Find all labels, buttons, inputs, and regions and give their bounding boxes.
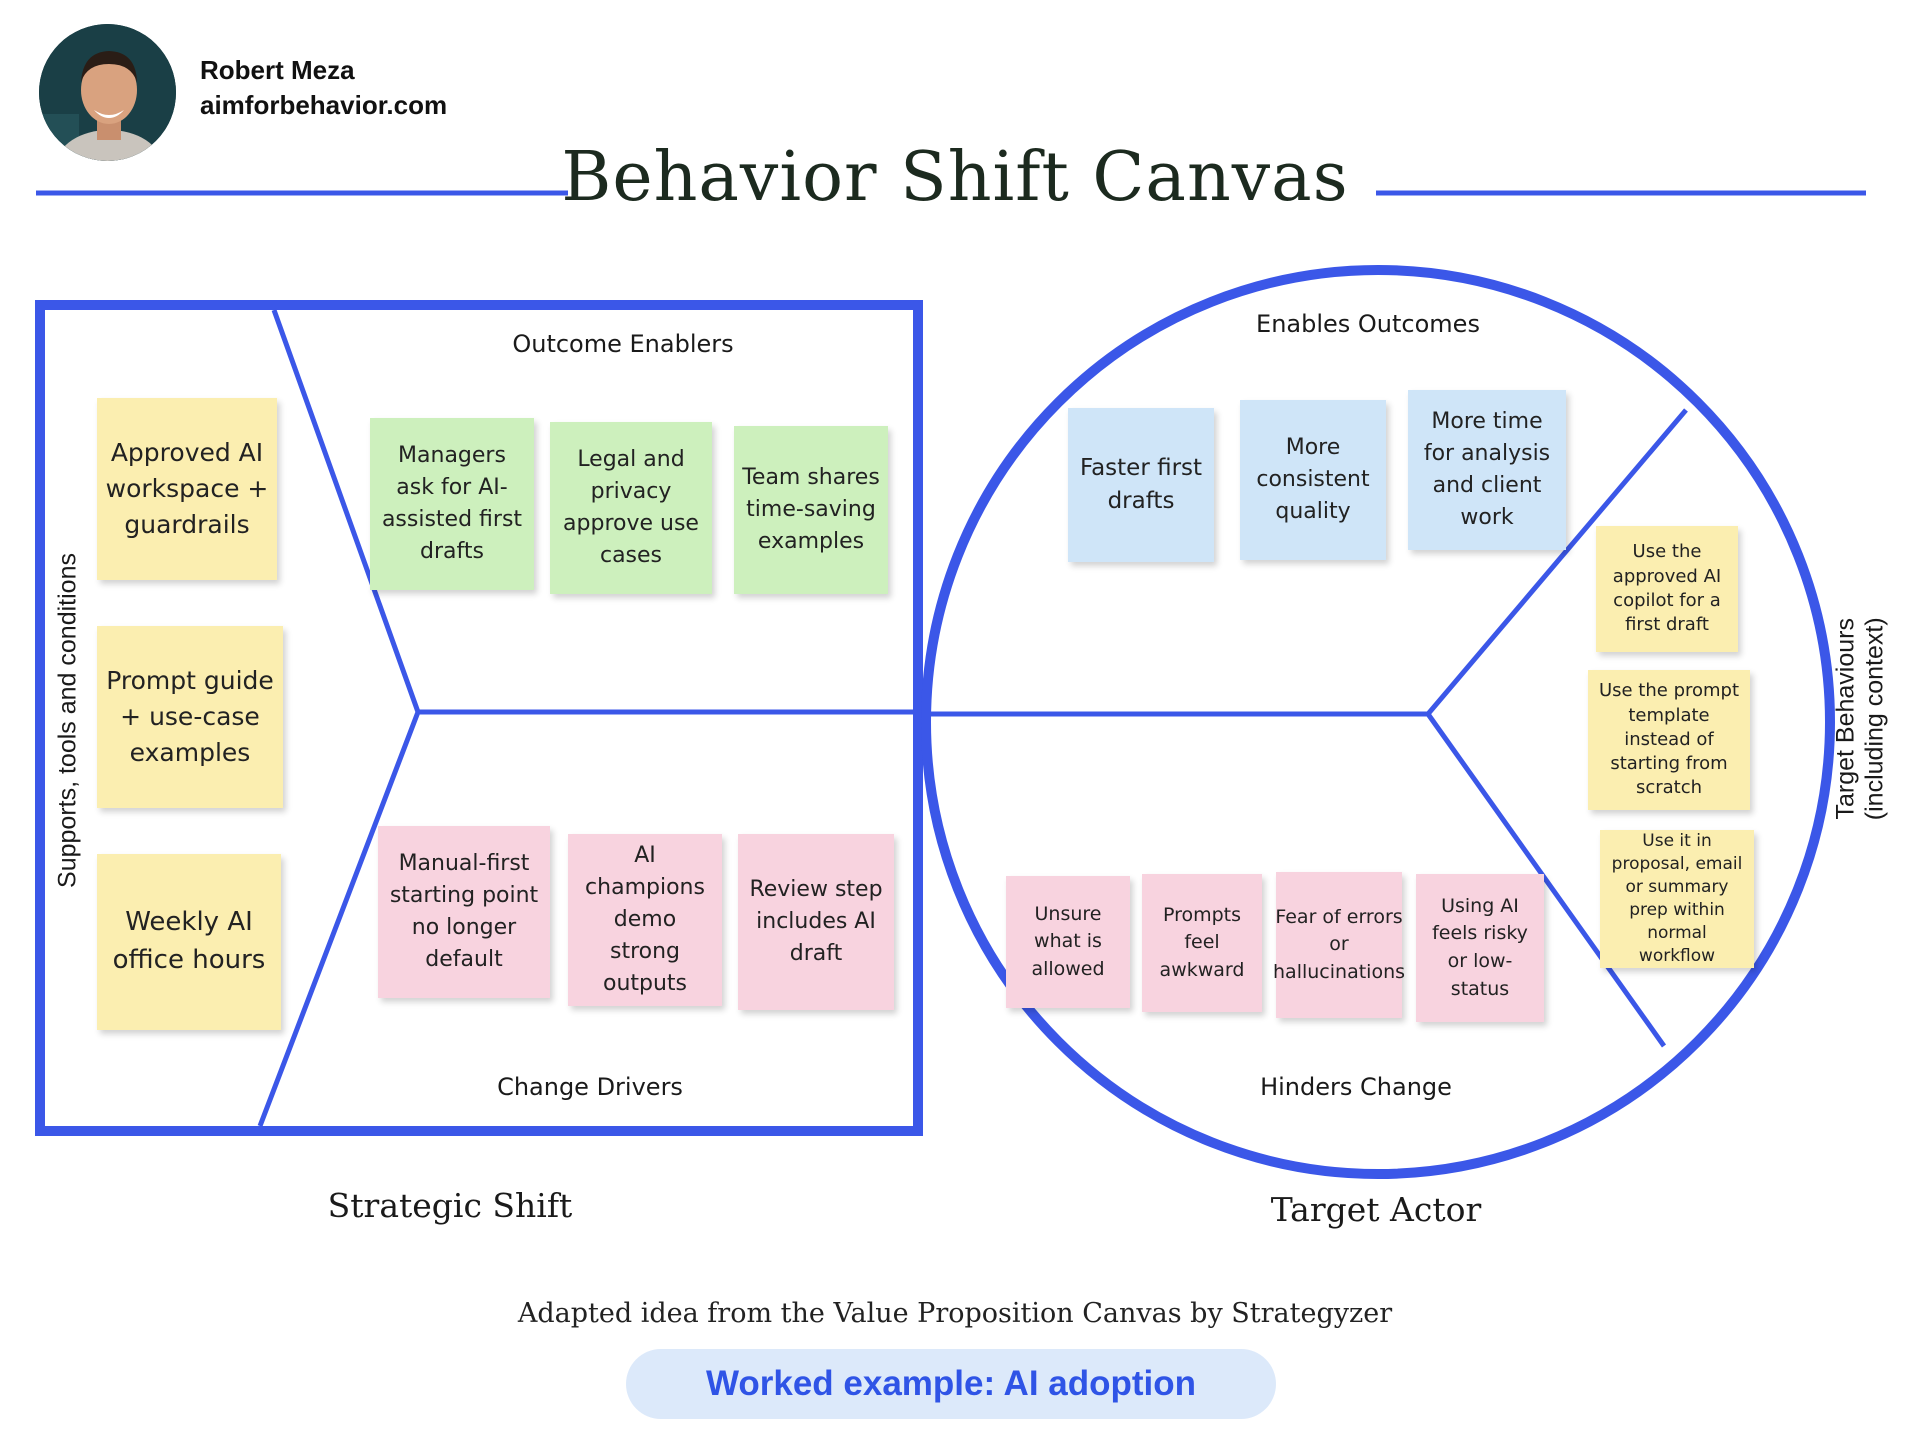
- sticky-note: Managers ask for AI-assisted first draft…: [370, 418, 534, 590]
- sticky-note: Prompts feel awkward: [1142, 874, 1262, 1012]
- sticky-note: Use it in proposal, email or summary pre…: [1600, 830, 1754, 968]
- sticky-note: Fear of errors or hallucinations: [1273, 872, 1405, 1018]
- supports-label: Supports, tools and conditions: [53, 553, 82, 888]
- change-drivers-label: Change Drivers: [497, 1073, 683, 1101]
- strategic-shift-label: Strategic Shift: [327, 1186, 573, 1225]
- hinders-change-label: Hinders Change: [1260, 1073, 1452, 1101]
- circle-wedge-upper: [1426, 408, 1688, 716]
- author-website: aimforbehavior.com: [200, 90, 448, 120]
- target-behaviours-label-line2: (including context): [1860, 617, 1888, 821]
- sticky-note: More consistent quality: [1240, 400, 1386, 560]
- outcome-enablers-label: Outcome Enablers: [512, 330, 734, 358]
- target-behaviours-label: Target Behaviours (including context): [1831, 559, 1889, 879]
- author-name: Robert Meza: [200, 55, 355, 85]
- page-title: Behavior Shift Canvas: [561, 138, 1349, 217]
- worked-example-badge: Worked example: AI adoption: [626, 1349, 1276, 1419]
- target-actor-label: Target Actor: [1270, 1190, 1482, 1229]
- sticky-note: Use the prompt template instead of start…: [1588, 670, 1750, 810]
- sticky-note: Weekly AI office hours: [97, 854, 281, 1030]
- sticky-note: Using AI feels risky or low-status: [1416, 874, 1544, 1022]
- strategic-shift-square: [35, 300, 923, 1136]
- sticky-note: Unsure what is allowed: [1006, 876, 1130, 1008]
- sticky-note: Faster first drafts: [1068, 408, 1214, 562]
- sticky-note: Prompt guide + use-case examples: [97, 626, 283, 808]
- attribution-text: Adapted idea from the Value Proposition …: [517, 1298, 1393, 1329]
- sticky-note: Team shares time-saving examples: [734, 426, 888, 594]
- sticky-note: More time for analysis and client work: [1408, 390, 1566, 550]
- enables-outcomes-label: Enables Outcomes: [1256, 310, 1480, 338]
- circle-wedge-lower: [1425, 712, 1667, 1048]
- target-behaviours-label-line1: Target Behaviours: [1831, 618, 1860, 820]
- sticky-note: Approved AI workspace + guardrails: [97, 398, 277, 580]
- sticky-note: Review step includes AI draft: [738, 834, 894, 1010]
- target-actor-circle: [921, 265, 1835, 1179]
- sticky-note: AI champions demo strong outputs: [568, 834, 722, 1006]
- sticky-note: Manual-first starting point no longer de…: [378, 826, 550, 998]
- sticky-note: Legal and privacy approve use cases: [550, 422, 712, 594]
- author-avatar: [39, 24, 176, 161]
- sticky-note: Use the approved AI copilot for a first …: [1596, 526, 1738, 652]
